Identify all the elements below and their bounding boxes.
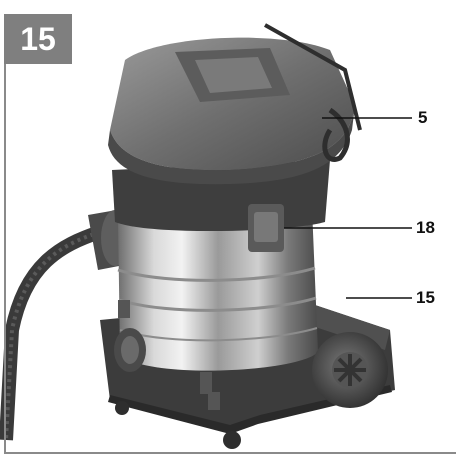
figure-frame — [4, 14, 456, 454]
lid — [110, 37, 355, 171]
callout-label-18: 18 — [416, 218, 435, 237]
cord-hook — [264, 23, 362, 131]
figure-number-badge: 15 — [4, 14, 72, 64]
callout-label-5: 5 — [418, 108, 428, 127]
callout-label-15: 15 — [416, 288, 435, 307]
caster-wheel — [223, 431, 241, 449]
